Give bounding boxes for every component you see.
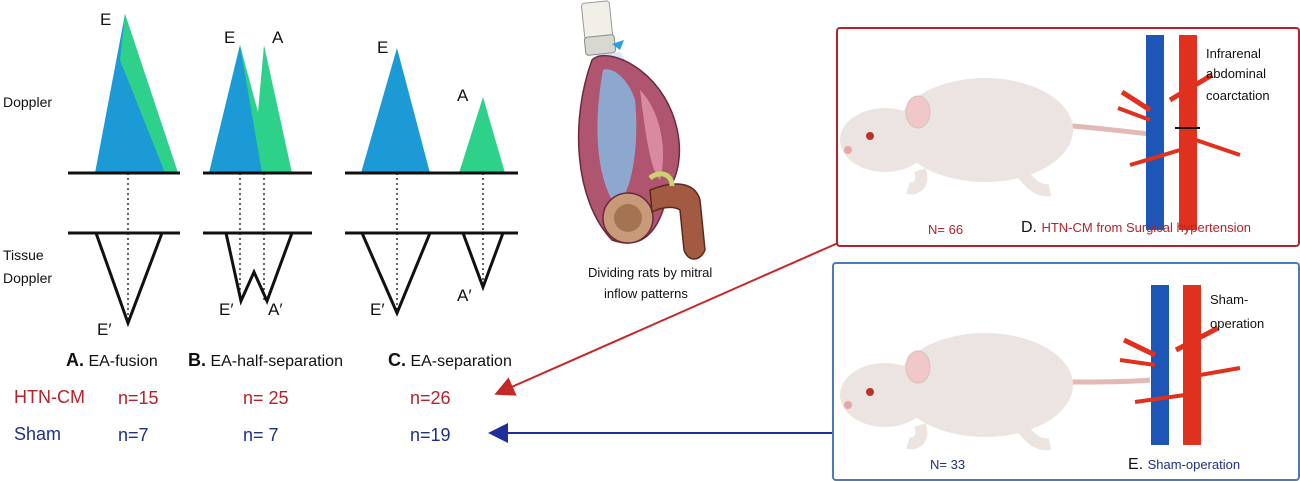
count-sham-b: n= 7	[243, 425, 279, 445]
panel-e-letter: E.	[1128, 456, 1144, 473]
caption-c-name: EA-separation	[410, 353, 512, 370]
peak-a-b: A	[272, 28, 284, 47]
panel-e	[832, 262, 1300, 481]
htn-arrow	[494, 242, 839, 396]
panel-d-label-2: abdominal	[1206, 66, 1266, 81]
panel-e-label-1: Sham-	[1210, 292, 1249, 307]
panel-e-label-2: operation	[1210, 316, 1265, 331]
a-wave-a	[120, 14, 178, 173]
count-sham-c: n=19	[410, 425, 451, 445]
pattern-a-doppler	[68, 14, 180, 175]
peak-a-c: A	[457, 86, 469, 105]
peak-e-b: E	[224, 28, 236, 47]
rat-illustration-d	[840, 35, 1241, 230]
heart-illustration	[577, 0, 706, 260]
tissue-label: Tissue	[3, 247, 44, 263]
panel-d	[836, 27, 1300, 247]
panel-e-title: Sham-operation	[1147, 457, 1241, 472]
peak-ep-a: E′	[97, 320, 112, 339]
heart-caption-line1: Dividing rats by mitral	[588, 265, 713, 280]
panel-e-caption: E. Sham-operation	[1128, 456, 1240, 474]
peak-ep-c: E′	[370, 300, 385, 319]
pattern-c-doppler	[345, 48, 518, 175]
doppler-label: Doppler	[3, 94, 53, 110]
group-htn-label: HTN-CM	[14, 387, 85, 407]
panel-d-caption: D. HTN-CM from Surgical hypertension	[1021, 219, 1251, 237]
panel-d-letter: D.	[1021, 219, 1037, 236]
caption-b-letter: B.	[188, 350, 206, 370]
caption-b-name: EA-half-separation	[210, 353, 343, 370]
caption-b: B. EA-half-separation	[188, 350, 343, 371]
panel-e-n: N= 33	[930, 457, 966, 472]
panel-d-title: HTN-CM from Surgical hypertension	[1041, 220, 1251, 235]
peak-e-a: E	[100, 10, 112, 29]
heart-caption-line2: inflow patterns	[604, 286, 688, 301]
caption-c: C. EA-separation	[388, 350, 512, 371]
peak-ap-c: A′	[457, 286, 472, 305]
caption-a: A. EA-fusion	[66, 350, 158, 371]
caption-a-name: EA-fusion	[88, 353, 158, 370]
pattern-c-tissue	[345, 231, 518, 317]
e-wave-b	[209, 45, 262, 173]
count-htn-a: n=15	[118, 388, 159, 408]
count-sham-a: n=7	[118, 425, 149, 445]
rat-illustration-e	[840, 285, 1241, 451]
peak-ep-b: E′	[219, 300, 234, 319]
pattern-b-doppler	[203, 45, 312, 175]
count-htn-b: n= 25	[243, 388, 289, 408]
pattern-b-tissue	[203, 231, 312, 306]
a-wave-c	[459, 97, 505, 173]
panel-d-label-1: Infrarenal	[1206, 46, 1261, 61]
e-wave-c	[361, 48, 430, 173]
count-htn-c: n=26	[410, 388, 451, 408]
peak-ap-b: A′	[268, 300, 283, 319]
pattern-a-tissue	[68, 231, 180, 328]
panel-d-n: N= 66	[928, 222, 964, 237]
panel-d-label-3: coarctation	[1206, 88, 1270, 103]
group-sham-label: Sham	[14, 424, 62, 444]
caption-c-letter: C.	[388, 350, 406, 370]
caption-a-letter: A.	[66, 350, 84, 370]
tissue-doppler-label: Doppler	[3, 270, 53, 286]
peak-e-c: E	[377, 38, 389, 57]
